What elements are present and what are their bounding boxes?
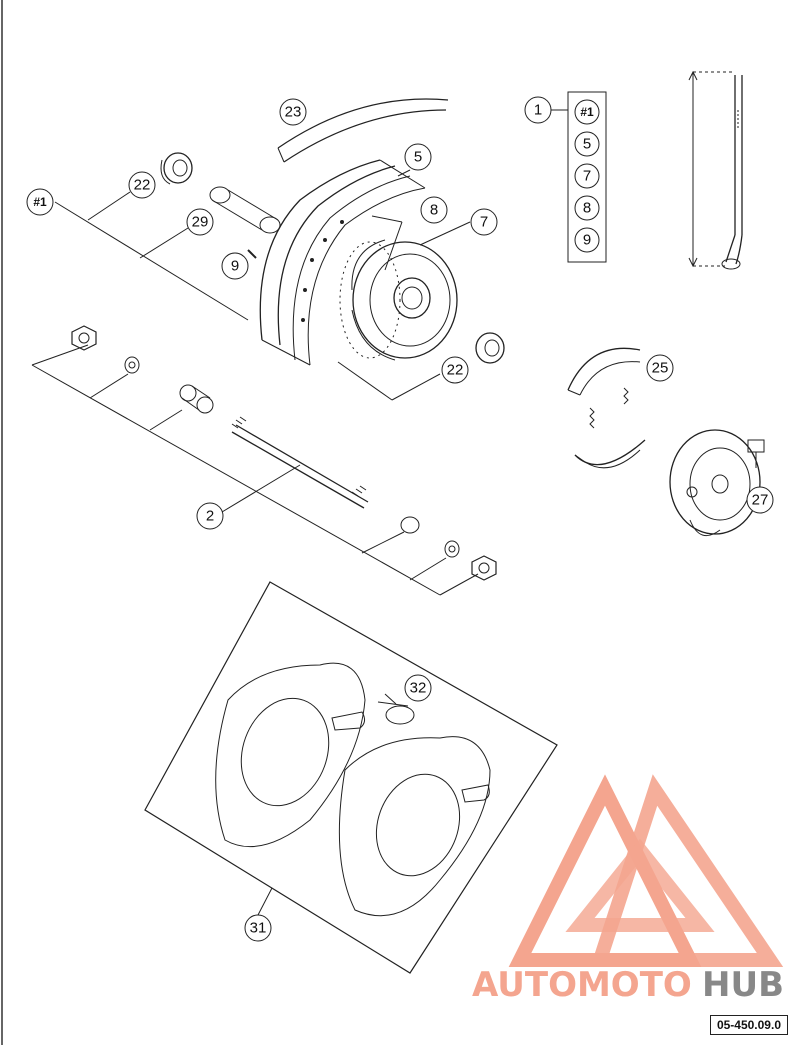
svg-text:9: 9	[583, 232, 591, 249]
callout-1: 1	[524, 96, 552, 124]
svg-text:5: 5	[583, 136, 591, 153]
callout-hash1-left: #1	[26, 188, 54, 216]
svg-text:#1: #1	[33, 195, 47, 209]
callout-2: 2	[196, 502, 224, 530]
svg-text:29: 29	[192, 214, 209, 231]
kit-item-2: 7	[574, 163, 600, 189]
svg-text:7: 7	[480, 214, 488, 231]
brake-shoes-part	[567, 347, 646, 469]
svg-text:31: 31	[250, 920, 267, 937]
cable-part	[688, 70, 743, 270]
svg-text:22: 22	[134, 177, 151, 194]
svg-text:1: 1	[534, 102, 542, 119]
kit-item-0: #1	[574, 99, 600, 125]
kit-item-4: 9	[574, 227, 600, 253]
hub-part	[339, 239, 458, 361]
brake-plate-part	[669, 429, 765, 537]
callout-27: 27	[746, 486, 774, 514]
axle-assembly	[71, 325, 497, 581]
callout-32: 32	[404, 674, 432, 702]
svg-text:32: 32	[410, 680, 427, 697]
kit-item-1: 5	[574, 131, 600, 157]
rim-tape-part	[277, 98, 449, 163]
svg-text:22: 22	[447, 362, 464, 379]
callout-22-lower: 22	[441, 356, 469, 384]
reference-code: 05-450.09.0	[709, 1015, 788, 1035]
callout-25: 25	[646, 354, 674, 382]
callout-29: 29	[186, 208, 214, 236]
gasket-sheet-part	[144, 581, 558, 974]
bearing-upper-part	[160, 152, 193, 185]
svg-text:27: 27	[752, 492, 769, 509]
svg-text:23: 23	[285, 104, 302, 121]
kit-list-box	[567, 91, 607, 263]
callout-8: 8	[420, 196, 448, 224]
kit-item-3: 8	[574, 195, 600, 221]
callout-23: 23	[279, 98, 307, 126]
spacer-tube-part	[209, 186, 281, 234]
callout-22-upper: 22	[128, 171, 156, 199]
svg-text:8: 8	[583, 200, 591, 217]
callout-5: 5	[404, 143, 432, 171]
rim-part	[259, 159, 426, 366]
svg-text:#1: #1	[580, 105, 594, 119]
screw-part	[247, 249, 257, 259]
svg-text:8: 8	[430, 202, 438, 219]
callout-31: 31	[244, 914, 272, 942]
leader-lines	[31, 109, 568, 916]
svg-text:9: 9	[231, 258, 239, 275]
callout-7: 7	[470, 208, 498, 236]
svg-text:2: 2	[206, 508, 214, 525]
svg-text:5: 5	[414, 149, 422, 166]
svg-text:7: 7	[583, 168, 591, 185]
svg-text:25: 25	[652, 360, 669, 377]
bearing-lower-part	[475, 332, 505, 364]
callout-9: 9	[221, 252, 249, 280]
